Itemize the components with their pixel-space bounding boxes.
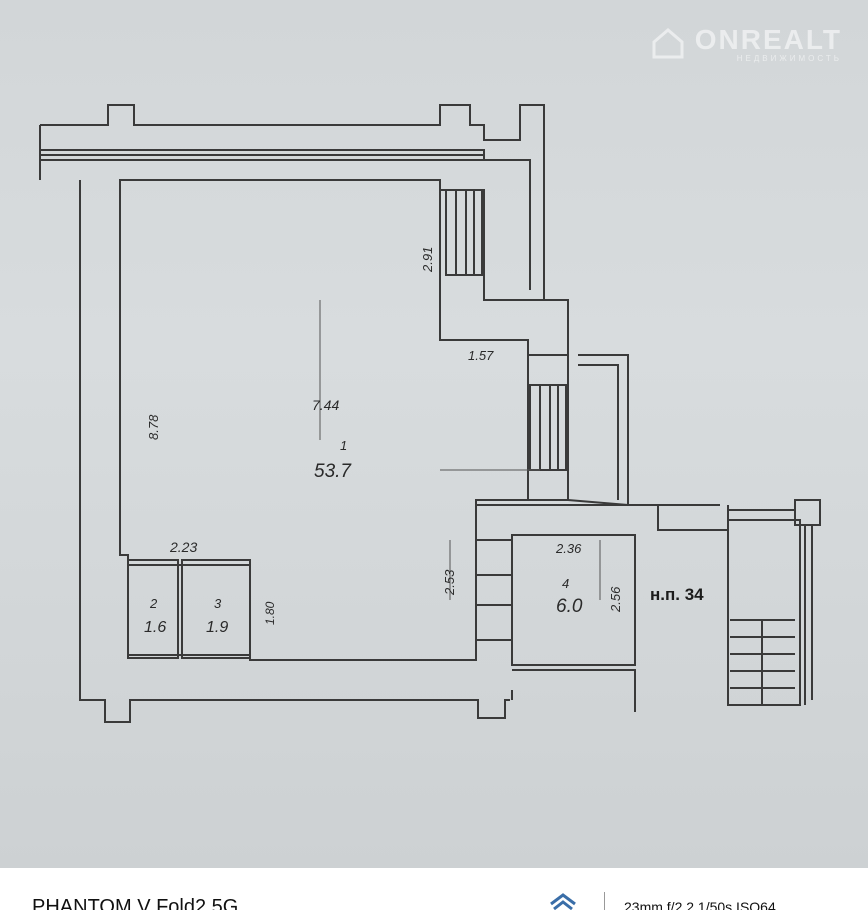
photo-background [0, 0, 868, 868]
entrance-label: н.п. 34 [650, 585, 704, 604]
wall-top [40, 104, 545, 300]
rooms23-width-dim: 2.23 [169, 539, 197, 555]
footer-divider [604, 892, 605, 910]
wall-inner-top [79, 180, 510, 723]
wall-top-lines [39, 125, 484, 180]
room2-outline [127, 559, 179, 659]
room3-area: 1.9 [206, 619, 228, 636]
room1-height-dim: 8.78 [146, 414, 161, 440]
stairs-right [727, 499, 821, 706]
room4-area: 6.0 [556, 596, 583, 617]
room4-left-dim: 2.53 [442, 569, 457, 596]
house-logo-icon [652, 28, 684, 59]
room3-height-dim: 1.80 [263, 601, 277, 625]
room1-area: 53.7 [314, 461, 352, 482]
window-dim: 2.91 [420, 247, 435, 273]
watermark: ONREALT НЕДВИЖИМОСТЬ [652, 24, 842, 63]
room4-outline [511, 534, 636, 666]
room3-outline [181, 559, 251, 659]
exif-info: 23mm f/2.2 1/50s ISO64 [624, 899, 776, 910]
room3-number: 3 [214, 596, 222, 611]
room1-number: 1 [340, 438, 347, 453]
photo-footer: PHANTOM V Fold2 5G 23mm f/2.2 1/50s ISO6… [0, 868, 868, 910]
floor-plan: 7.44 8.78 1 53.7 2.91 1.57 2.23 2 1.6 3 … [39, 104, 821, 723]
window-block-1 [440, 189, 569, 355]
watermark-tagline: НЕДВИЖИМОСТЬ [736, 54, 842, 63]
room4-height-dim: 2.56 [608, 586, 623, 613]
room1-outline [119, 179, 529, 661]
room2-number: 2 [149, 596, 158, 611]
room2-area: 1.6 [144, 619, 166, 636]
watermark-brand: ONREALT [694, 24, 842, 55]
room4-width-dim: 2.36 [555, 541, 582, 556]
step-dim: 1.57 [468, 348, 494, 363]
brand-logo-icon [550, 893, 576, 910]
window-block-2 [528, 354, 569, 501]
device-name: PHANTOM V Fold2 5G [32, 896, 239, 910]
room1-width-dim: 7.44 [312, 397, 339, 413]
room4-number: 4 [562, 576, 569, 591]
